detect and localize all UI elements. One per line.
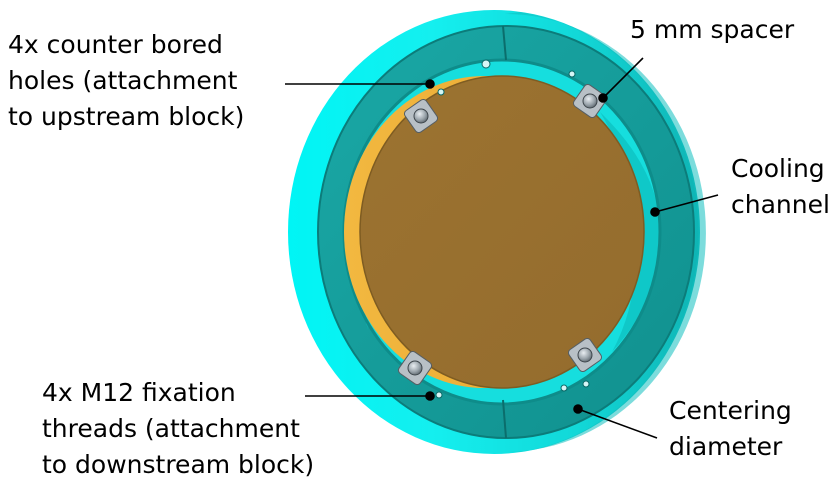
label-line: 4x counter bored: [8, 30, 223, 59]
label-line: Cooling: [731, 154, 825, 183]
label-line: diameter: [669, 432, 783, 461]
spacer-bolt-top-left: [403, 98, 439, 134]
label-line: to upstream block): [8, 102, 245, 131]
label-centering-diameter: Centering diameter: [669, 393, 792, 465]
leader-lines: [285, 57, 719, 439]
label-line: Centering: [669, 396, 792, 425]
disc-face: [360, 76, 644, 388]
label-fixation-threads: 4x M12 fixation threads (attachment to d…: [42, 375, 314, 483]
label-cooling-channel: Cooling channel: [731, 151, 830, 223]
label-line: 5 mm spacer: [630, 15, 795, 44]
label-line: channel: [731, 190, 830, 219]
face-holes: [435, 59, 590, 399]
disc-rim-line: [359, 75, 645, 389]
label-spacer: 5 mm spacer: [630, 12, 794, 48]
label-line: holes (attachment: [8, 66, 238, 95]
spacer-bolt-top-right: [572, 83, 608, 119]
spacer-bolt-bottom-right: [567, 337, 603, 373]
label-line: to downstream block): [42, 450, 315, 479]
ring-seam-top: [502, 25, 507, 61]
label-line: 4x M12 fixation: [42, 378, 236, 407]
label-line: threads (attachment: [42, 414, 300, 443]
spacer-bolt-bottom-left: [397, 350, 433, 386]
cooling-channel-right: [600, 112, 660, 352]
ring-seam-bottom: [502, 399, 507, 439]
label-counter-bored-holes: 4x counter bored holes (attachment to up…: [8, 27, 244, 135]
